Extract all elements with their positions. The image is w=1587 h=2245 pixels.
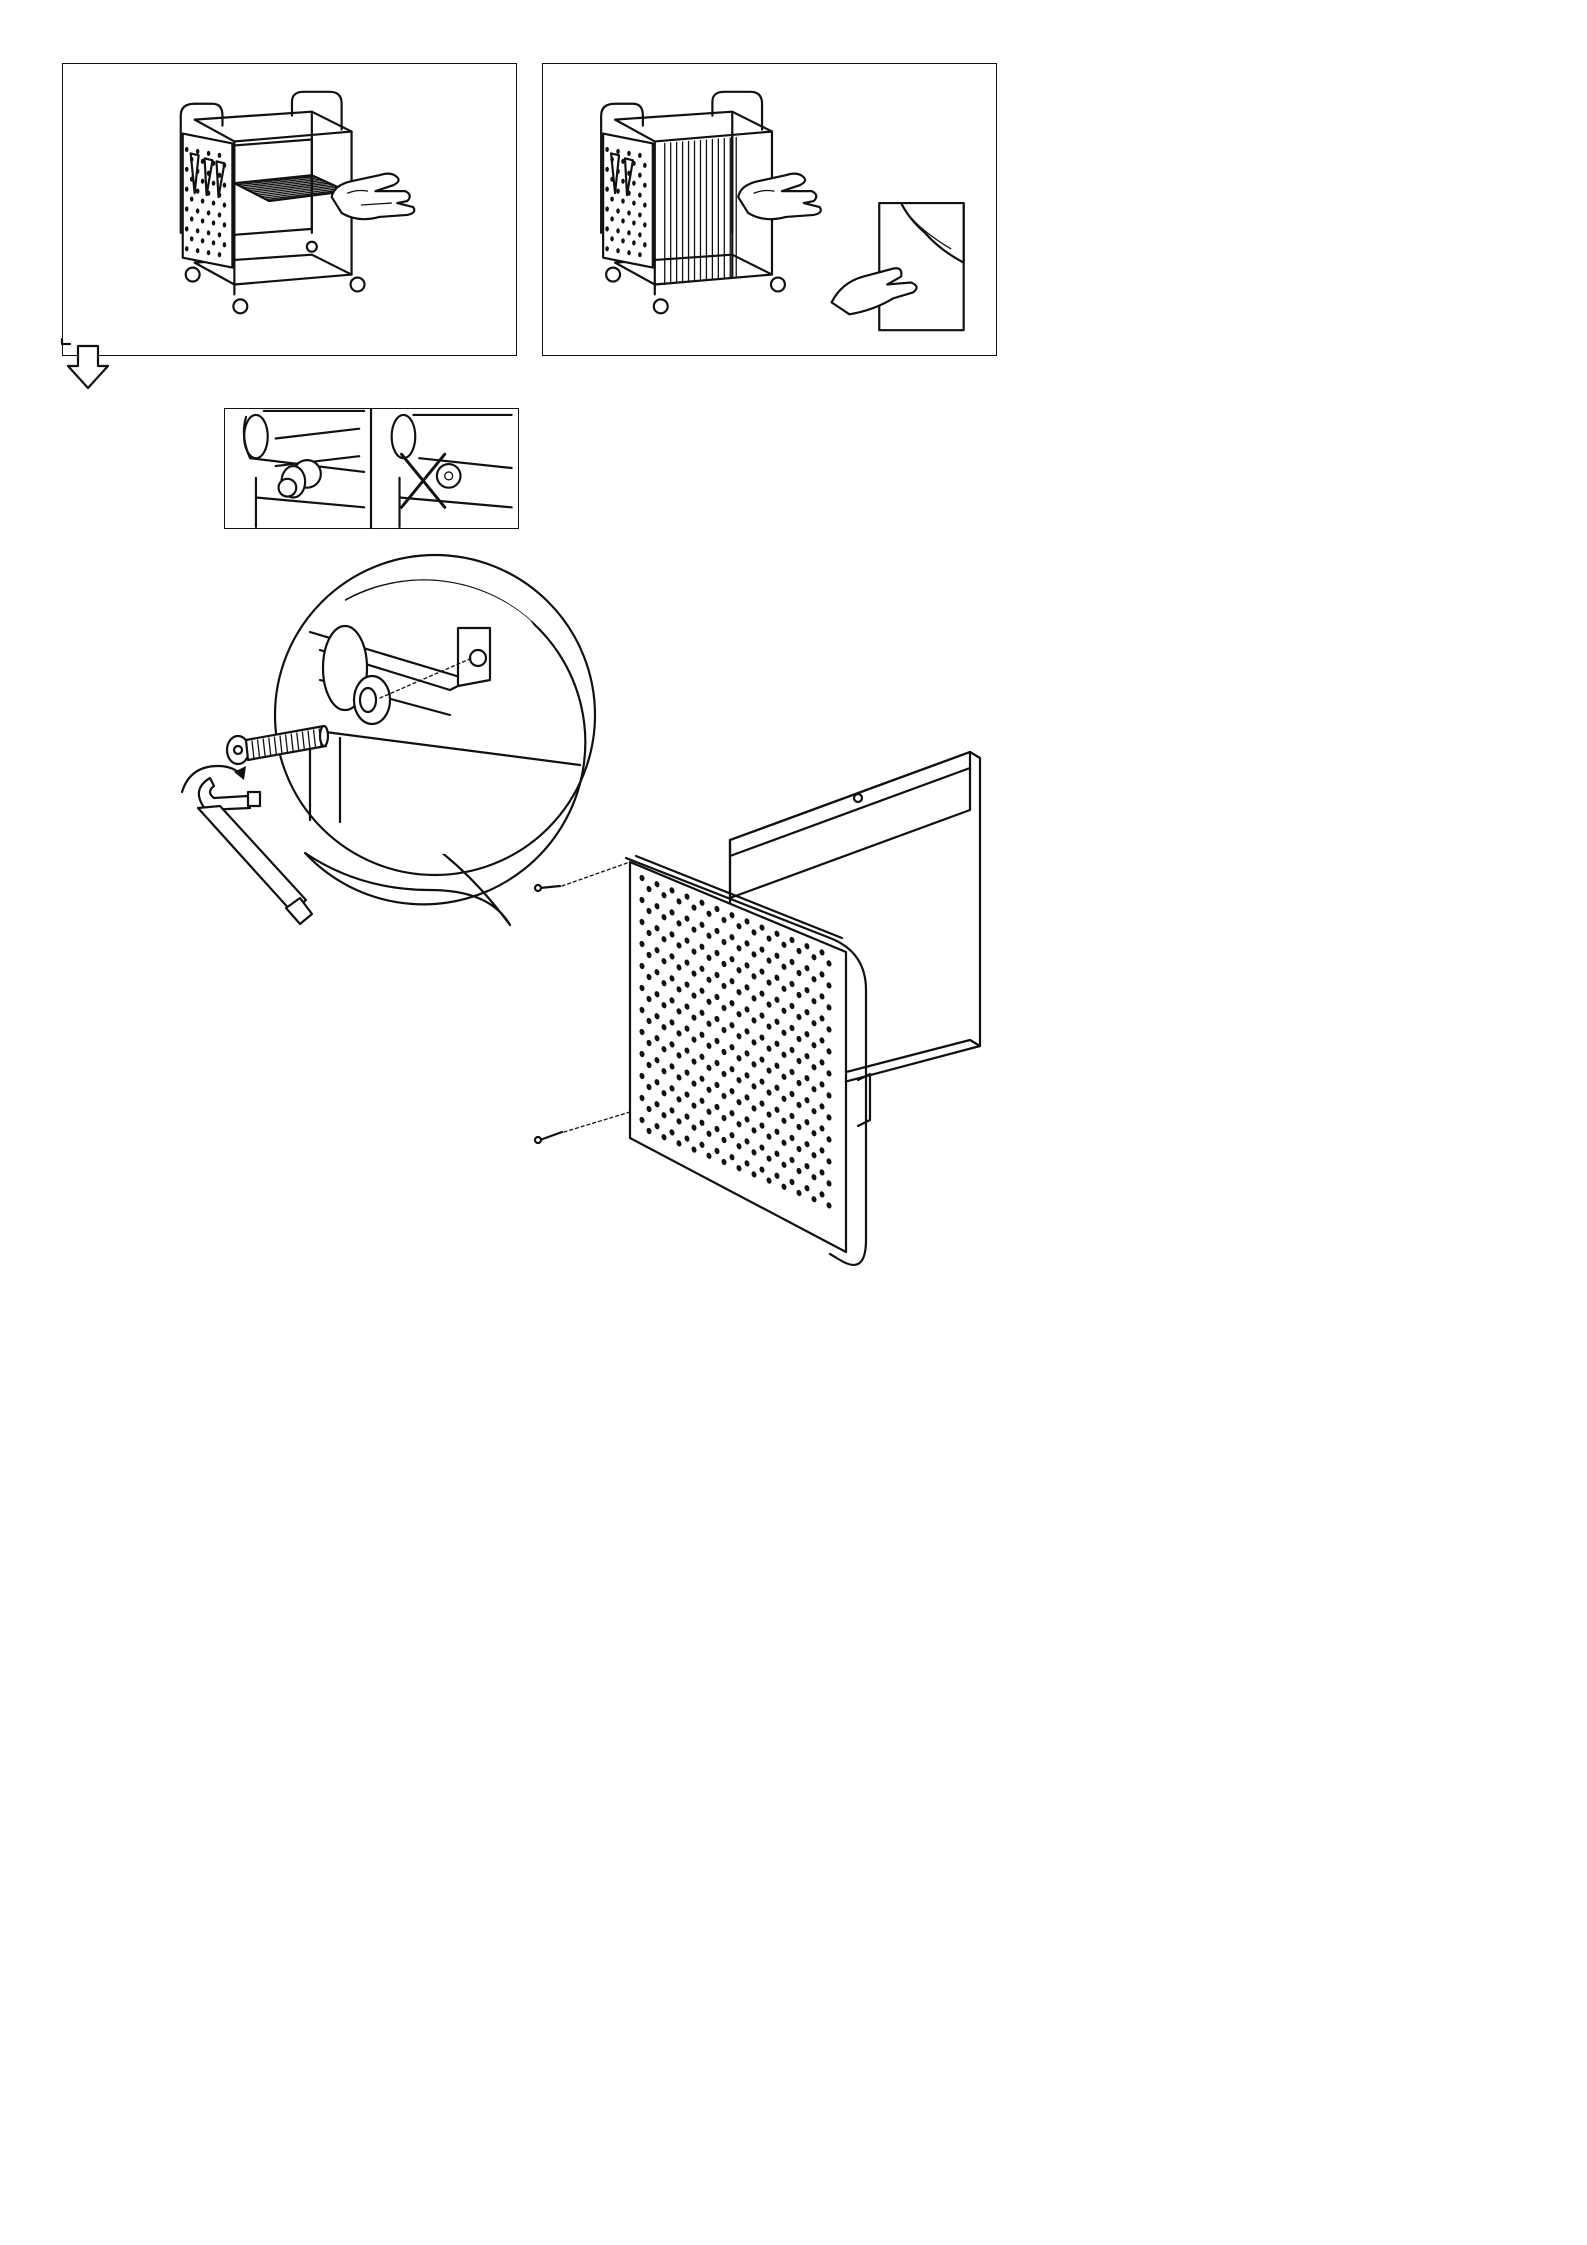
mounting-illustration	[110, 560, 1010, 1270]
cart-shelf-illustration	[63, 64, 516, 355]
screw-orientation-guide	[224, 408, 519, 529]
screw-icon	[535, 1112, 630, 1143]
cart-dividers-illustration	[543, 64, 996, 355]
pointing-hand-icon	[332, 174, 415, 220]
casters	[606, 268, 785, 314]
pointing-hand-icon	[738, 174, 821, 220]
wire-shelf	[234, 175, 346, 201]
incorrect-screw-orientation	[392, 415, 512, 527]
pegboard-panel	[603, 134, 653, 268]
peel-off-sticker-icon	[832, 203, 964, 330]
screw-orientation-illustration	[225, 409, 518, 528]
screw-icon	[535, 862, 630, 891]
correct-screw-orientation	[244, 411, 364, 527]
vertical-dividers	[665, 134, 737, 285]
cart-dividers-panel	[542, 63, 997, 356]
pegboard-panel	[183, 134, 233, 268]
next-step-arrow-icon	[60, 338, 130, 398]
perforated-side-panel	[626, 856, 870, 1265]
cart-shelf-panel	[62, 63, 517, 356]
